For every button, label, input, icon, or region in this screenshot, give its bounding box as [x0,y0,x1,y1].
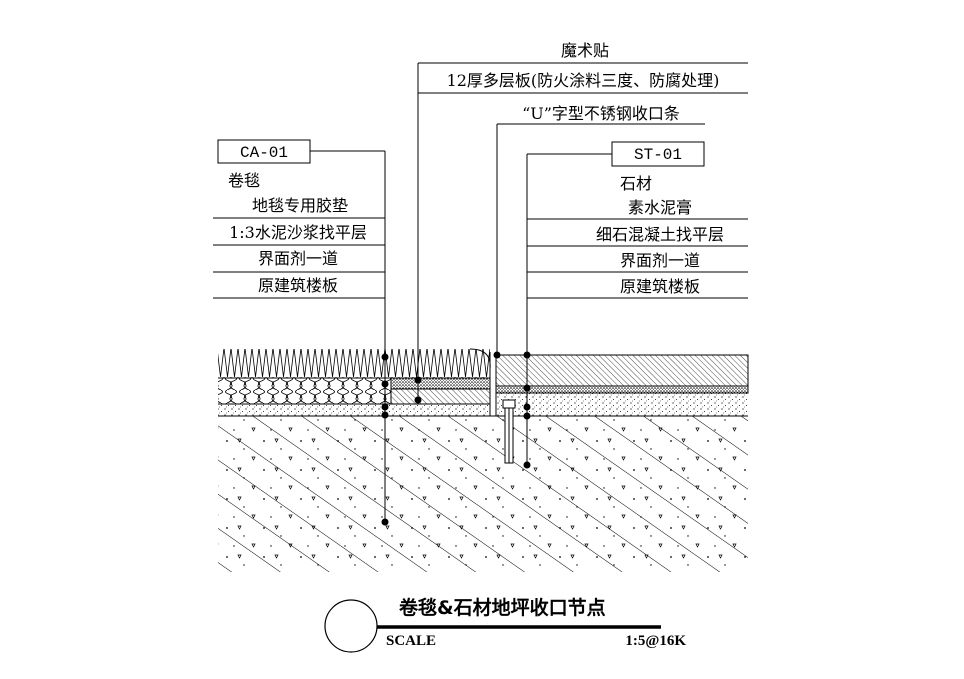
tag-st01: ST-01 [634,146,682,164]
left-layer: 界面剂一道 [258,249,338,268]
carpet-cushion [218,378,391,404]
right-layer: 素水泥膏 [628,198,692,217]
u-strip [489,352,497,417]
scale-label: SCALE [386,633,436,649]
left-layer: 原建筑楼板 [258,276,338,295]
right-callouts: ST-01 石材 素水泥膏 细石混凝土找平层 界面剂一道 原建筑楼板 [523,141,748,469]
left-layer: 地毯专用胶垫 [252,196,348,215]
u-strip-label: “U”字型不锈钢收口条 [522,104,680,123]
velcro-label: 魔术贴 [561,41,609,60]
tag-box-st01 [611,141,705,167]
right-material: 石材 [620,174,652,193]
right-layer: 界面剂一道 [620,251,700,270]
top-callouts: 魔术贴 12厚多层板(防火涂料三度、防腐处理) “U”字型不锈钢收口条 [414,41,748,404]
tag-ca01: CA-01 [240,144,288,162]
right-layer: 细石混凝土找平层 [596,225,724,244]
floor-section [218,348,749,572]
cement-paste [495,385,749,394]
detail-circle [324,599,378,653]
plywood-label: 12厚多层板(防火涂料三度、防腐处理) [447,71,720,90]
cement-mortar [218,404,490,416]
drawing-title: 卷毯&石材地坪收口节点 [398,596,606,619]
anchor-bolt [502,399,516,464]
plywood [390,388,491,405]
carpet-pile [218,349,490,378]
fine-concrete [496,393,748,416]
left-material: 卷毯 [228,171,260,190]
scale-value: 1:5@16K [625,633,686,649]
title-block: 卷毯&石材地坪收口节点 SCALE 1:5@16K [324,596,686,653]
left-callouts: CA-01 卷毯 地毯专用胶垫 1:3水泥沙浆找平层 界面剂一道 原建筑楼板 [213,139,389,526]
left-layer: 1:3水泥沙浆找平层 [229,223,367,242]
plywood-velcro [390,377,491,390]
right-layer: 原建筑楼板 [620,277,700,296]
stone [495,354,749,387]
